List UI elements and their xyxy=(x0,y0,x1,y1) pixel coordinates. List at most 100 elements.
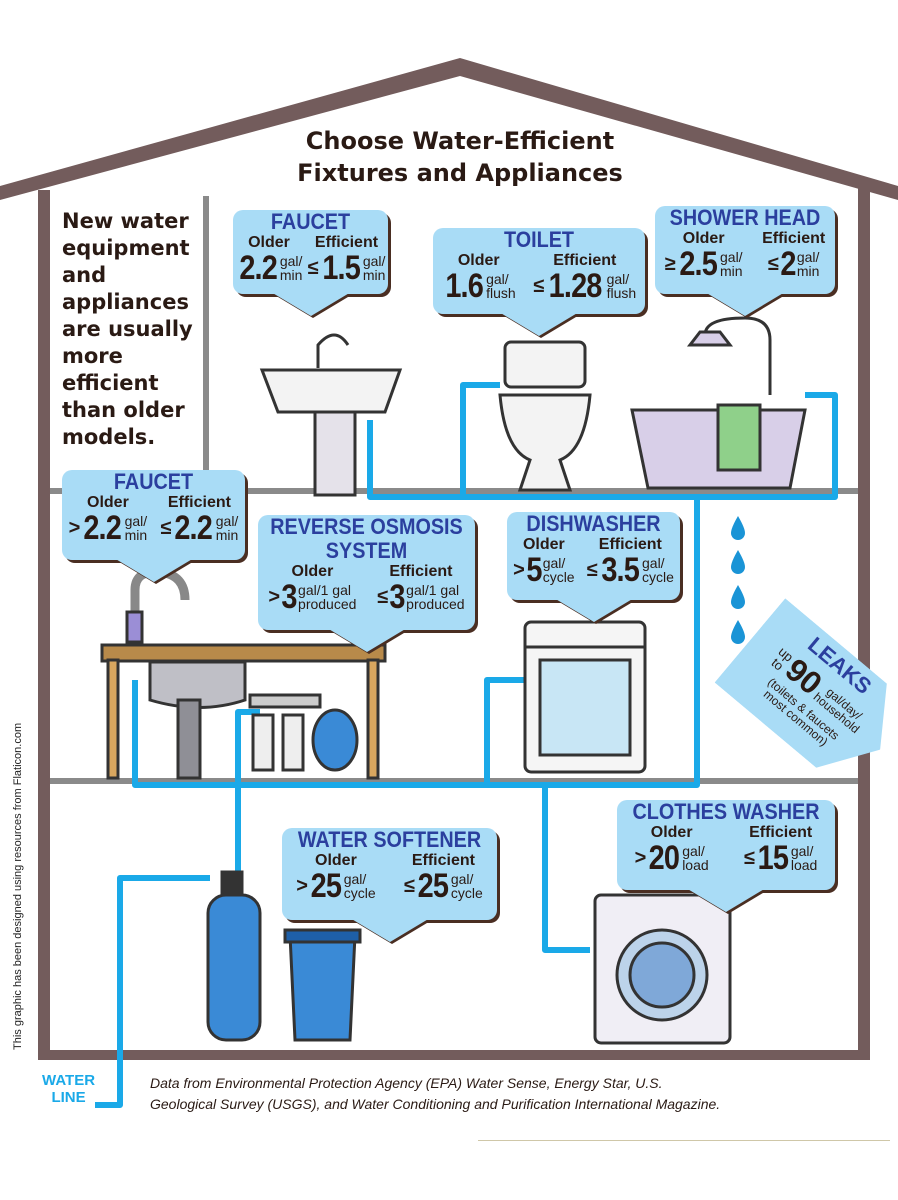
efficient-label: Efficient xyxy=(762,230,826,247)
efficient-column: Efficient ≤ 1.5 gal/ min xyxy=(308,234,386,285)
callout-columns: Older 1.6 gal/ flush Efficient ≤ 1.28 ga… xyxy=(433,252,645,303)
older-unit: gal/ min xyxy=(720,250,743,278)
page-title: Choose Water-Efficient Fixtures and Appl… xyxy=(230,125,690,189)
efficient-column: Efficient ≤ 1.28 gal/ flush xyxy=(533,252,636,303)
older-value: 2.2 xyxy=(83,509,122,547)
efficient-sign: ≤ xyxy=(307,257,319,279)
older-column: Older 2.2 gal/ min xyxy=(236,234,303,285)
callout-dishwasher: DISHWASHER Older > 5 gal/ cycle Efficien… xyxy=(507,512,680,622)
callout-faucet-kitchen: FAUCET Older > 2.2 gal/ min Efficient ≤ … xyxy=(62,469,245,582)
efficient-value-group: ≤ 25 gal/ cycle xyxy=(404,869,483,903)
efficient-column: Efficient ≤ 15 gal/ load xyxy=(744,824,817,875)
older-unit: gal/1 gal produced xyxy=(298,583,356,611)
callout-title: SHOWER HEAD xyxy=(669,205,821,230)
older-unit: gal/ load xyxy=(682,844,708,872)
older-unit-top: gal/ xyxy=(279,253,303,269)
efficient-column: Efficient ≤ 3 gal/1 gal produced xyxy=(377,563,464,614)
older-column: Older > 5 gal/ cycle xyxy=(513,536,575,587)
older-value: 20 xyxy=(649,839,680,877)
older-label: Older xyxy=(291,563,334,580)
older-value-group: > 20 gal/ load xyxy=(635,841,709,875)
source-note: Data from Environmental Protection Agenc… xyxy=(150,1073,720,1115)
title-line-2: Fixtures and Appliances xyxy=(297,159,623,187)
older-unit-top: gal/ xyxy=(343,871,367,887)
divider xyxy=(478,1140,890,1141)
efficient-label: Efficient xyxy=(553,252,617,269)
efficient-unit: gal/ cycle xyxy=(642,556,674,584)
older-column: Older > 2.2 gal/ min xyxy=(69,494,148,545)
callout-clothes-washer: CLOTHES WASHER Older > 20 gal/ load Effi… xyxy=(617,800,835,912)
older-unit: gal/ cycle xyxy=(543,556,575,584)
efficient-unit-bottom: cycle xyxy=(450,885,483,901)
title-line-1: Choose Water-Efficient xyxy=(305,127,615,155)
efficient-unit-bottom: produced xyxy=(406,596,465,612)
older-sign: > xyxy=(68,517,81,539)
efficient-unit: gal/ min xyxy=(363,254,386,282)
older-sign: > xyxy=(296,875,308,897)
dishwasher-icon xyxy=(523,620,647,774)
efficient-unit: gal/ cycle xyxy=(451,872,483,900)
efficient-sign: ≤ xyxy=(533,275,545,297)
efficient-value: 25 xyxy=(417,867,449,905)
intro-text: New water equipment and appliances are u… xyxy=(62,209,193,449)
efficient-sign: ≤ xyxy=(744,847,755,869)
older-value-group: > 2.2 gal/ min xyxy=(69,511,148,545)
efficient-unit: gal/ min xyxy=(216,514,239,542)
efficient-value-group: ≤ 1.5 gal/ min xyxy=(308,251,386,285)
older-value: 25 xyxy=(310,867,342,905)
efficient-label: Efficient xyxy=(167,494,231,511)
callout-columns: Older > 25 gal/ cycle Efficient ≤ 25 gal… xyxy=(282,852,497,903)
efficient-value: 2 xyxy=(780,245,796,283)
efficient-unit-top: gal/ xyxy=(215,513,239,529)
efficient-value-group: ≤ 3 gal/1 gal produced xyxy=(377,580,464,614)
callout-columns: Older > 2.2 gal/ min Efficient ≤ 2.2 gal… xyxy=(62,494,245,545)
efficient-value-group: ≤ 15 gal/ load xyxy=(744,841,817,875)
older-value-group: > 25 gal/ cycle xyxy=(296,869,375,903)
older-value: 3 xyxy=(281,578,297,616)
older-unit-bottom: produced xyxy=(298,596,357,612)
older-value-group: 2.2 gal/ min xyxy=(236,251,303,285)
older-unit-bottom: min xyxy=(124,527,148,543)
callout-title: FAUCET xyxy=(113,469,194,494)
older-unit: gal/ cycle xyxy=(344,872,376,900)
callout-columns: Older > 20 gal/ load Efficient ≤ 15 gal/… xyxy=(617,824,835,875)
efficient-value-group: ≤ 3.5 gal/ cycle xyxy=(587,553,674,587)
older-value-group: 1.6 gal/ flush xyxy=(442,269,516,303)
leak-drops xyxy=(731,516,745,644)
older-unit-bottom: min xyxy=(720,263,743,279)
efficient-unit-top: gal/ xyxy=(362,253,386,269)
efficient-column: Efficient ≤ 2.2 gal/ min xyxy=(161,494,239,545)
callout-columns: Older ≥ 2.5 gal/ min Efficient ≤ 2 gal/ … xyxy=(655,230,835,281)
callout-faucet-bathroom: FAUCET Older 2.2 gal/ min Efficient ≤ 1.… xyxy=(233,210,388,316)
efficient-sign: ≤ xyxy=(404,875,416,897)
toilet-icon xyxy=(498,340,592,492)
efficient-unit: gal/ flush xyxy=(607,272,637,300)
efficient-unit-top: gal/ xyxy=(606,271,630,287)
efficient-column: Efficient ≤ 2 gal/ min xyxy=(762,230,825,281)
efficient-unit-bottom: min xyxy=(796,263,820,279)
efficient-unit-top: gal/1 gal xyxy=(406,582,460,598)
older-column: Older > 3 gal/1 gal produced xyxy=(268,563,356,614)
older-sign: > xyxy=(513,559,525,581)
efficient-value-group: ≤ 1.28 gal/ flush xyxy=(533,269,636,303)
older-unit-top: gal/1 gal xyxy=(298,582,351,598)
older-value-group: > 5 gal/ cycle xyxy=(513,553,575,587)
older-unit-top: gal/ xyxy=(124,513,148,529)
efficient-value: 15 xyxy=(757,839,789,877)
source-line-1: Data from Environmental Protection Agenc… xyxy=(150,1075,663,1091)
older-unit-bottom: flush xyxy=(486,285,516,301)
callout-pointer xyxy=(113,558,194,582)
clothes-washer-icon xyxy=(593,893,732,1045)
efficient-value: 3 xyxy=(389,578,406,616)
reverse-osmosis-icon xyxy=(248,693,359,772)
callout-pointer xyxy=(553,598,634,622)
water-line-label: WATER LINE xyxy=(42,1072,95,1106)
water-pipes xyxy=(95,382,838,1108)
older-label: Older xyxy=(248,234,290,251)
callout-title: TOILET xyxy=(503,227,575,252)
efficient-value: 1.28 xyxy=(549,267,603,305)
efficient-unit-top: gal/ xyxy=(796,249,820,265)
efficient-label: Efficient xyxy=(598,536,662,553)
older-sign: ≥ xyxy=(664,253,676,275)
